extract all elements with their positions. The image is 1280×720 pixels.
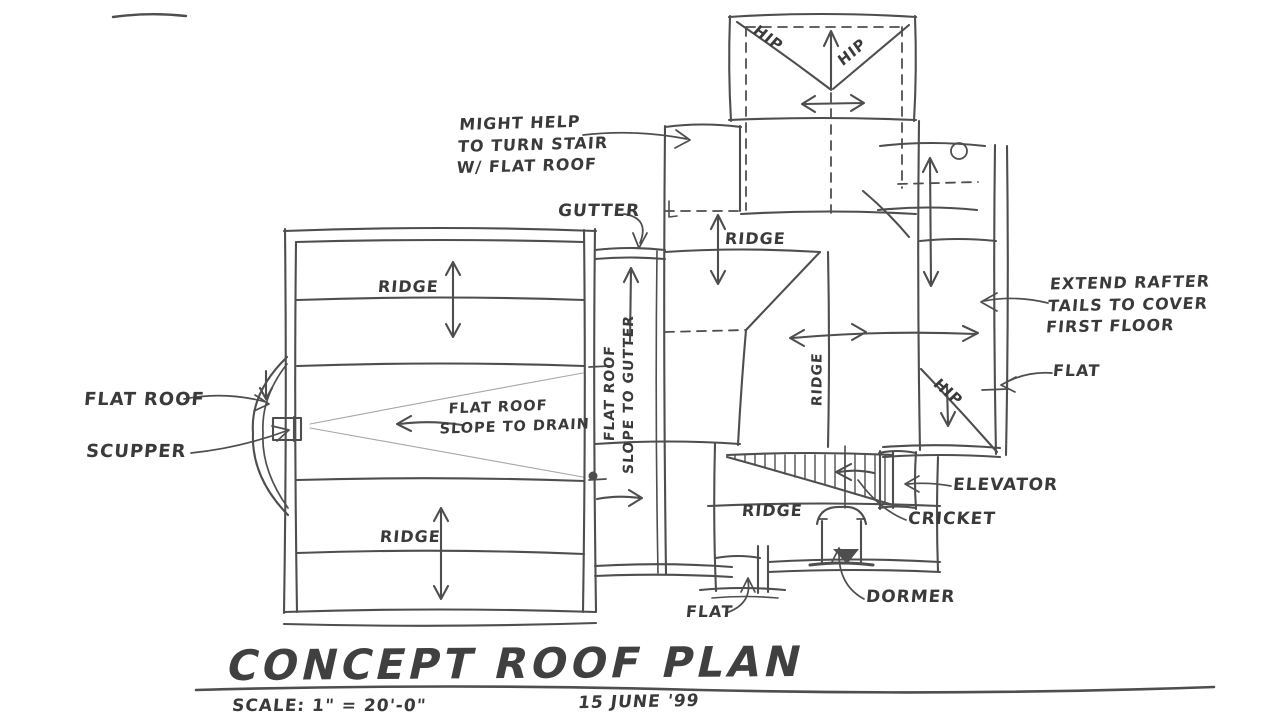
scale-note: SCALE: 1" = 20'-0" [231,696,428,716]
note-might-help: MIGHT HELP TO TURN STAIR W/ FLAT ROOF [456,110,610,179]
note-line: TAILS TO COVER [1047,293,1209,316]
left-leaders [183,394,290,454]
bottom-section [588,440,942,599]
note-line: W/ FLAT ROOF [456,154,598,178]
drawing-title: CONCEPT ROOF PLAN [222,636,810,691]
label-slope-to-gutter: FLAT ROOF SLOPE TO GUTTER [601,313,639,476]
label-hip-lower-right: HIP [929,375,967,409]
label-slope-to-drain: FLAT ROOF SLOPE TO DRAIN [439,395,591,439]
label-scupper: SCUPPER [85,441,188,462]
note-line: FIRST FLOOR [1045,315,1176,337]
note-line: FLAT ROOF [602,344,619,442]
note-line: EXTEND RAFTER [1049,271,1211,294]
label-ridge-vertical: RIDGE [809,352,826,407]
label-elevator: ELEVATOR [952,475,1059,495]
elevator-shaft [877,449,918,511]
label-hip-tower-left: HIP [749,21,788,55]
label-ridge-middle: RIDGE [724,229,787,248]
middle-building-outline [655,119,922,576]
label-ridge-upper-left: RIDGE [377,277,440,296]
note-extend-rafter: EXTEND RAFTER TAILS TO COVER FIRST FLOOR [1045,271,1211,339]
label-gutter: GUTTER [557,201,641,221]
hip-tower [727,12,918,214]
label-flat-roof: FLAT ROOF [83,389,206,410]
middle-ridge-arrows [709,213,980,348]
date-note: 15 JUNE '99 [576,690,701,714]
drain-slope-lines [309,372,584,478]
note-line: SLOPE TO GUTTER [621,314,637,475]
label-ridge-bottom: RIDGE [741,501,804,520]
label-flat-right: FLAT [1052,361,1102,380]
label-cricket: CRICKET [907,509,997,529]
connector-strip [593,200,734,579]
label-flat-bottom: FLAT [685,602,735,621]
sheet-marks [111,13,1216,694]
ridge-arrows-left [395,260,464,601]
label-ridge-lower-left: RIDGE [379,527,442,546]
label-hip-tower-right: HIP [834,34,870,70]
label-dormer: DORMER [865,587,957,607]
scupper-detail [251,355,303,517]
annotation-leaders [582,129,1053,614]
